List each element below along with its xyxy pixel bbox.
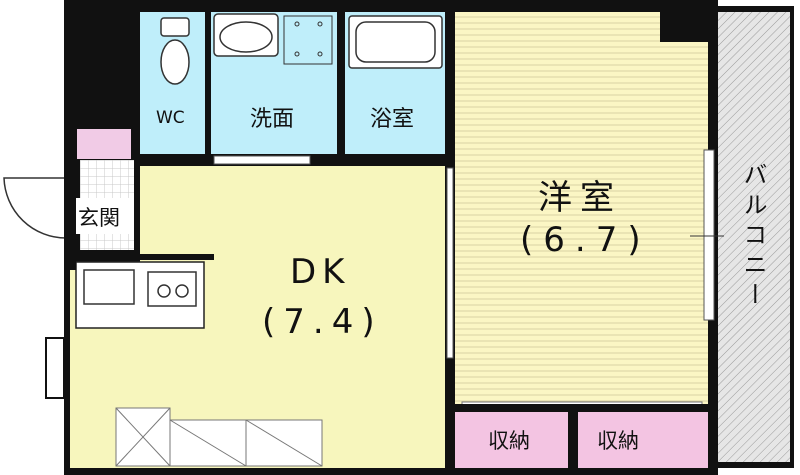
dk-window (45, 337, 65, 399)
washroom-door (213, 155, 311, 165)
dk-label: DK (290, 252, 351, 292)
storage-2 (578, 412, 708, 468)
entrance-door-swing (3, 177, 67, 239)
bathroom-label: 浴室 (370, 107, 415, 132)
entrance-label: 玄関 (78, 206, 120, 230)
washroom-label: 洗面 (250, 107, 295, 132)
storage-1-label: 収納 (488, 429, 530, 453)
storage-1 (455, 412, 568, 468)
washing-machine-pan-icon (283, 15, 333, 65)
western-room-door (446, 167, 454, 359)
dk-room (70, 166, 447, 468)
stove-icon (157, 284, 189, 298)
balcony-window (703, 149, 715, 321)
kitchen-sink-icon (83, 269, 135, 305)
entrance-shoe-box (75, 127, 133, 161)
storage-2-label: 収納 (597, 429, 639, 453)
western-room-label: 洋室 (538, 178, 622, 218)
entrance-step (72, 198, 134, 234)
wc-label: WC (156, 108, 185, 128)
sink-icon (213, 13, 279, 57)
western-room-notch (660, 12, 708, 42)
dk-size: (7.4) (262, 302, 383, 342)
western-room-size: (6.7) (520, 220, 651, 260)
balcony-label: バルコニー (739, 162, 767, 312)
toilet-icon (160, 17, 190, 85)
dk-storage-boxes (115, 407, 323, 467)
bathtub-icon (348, 15, 443, 69)
